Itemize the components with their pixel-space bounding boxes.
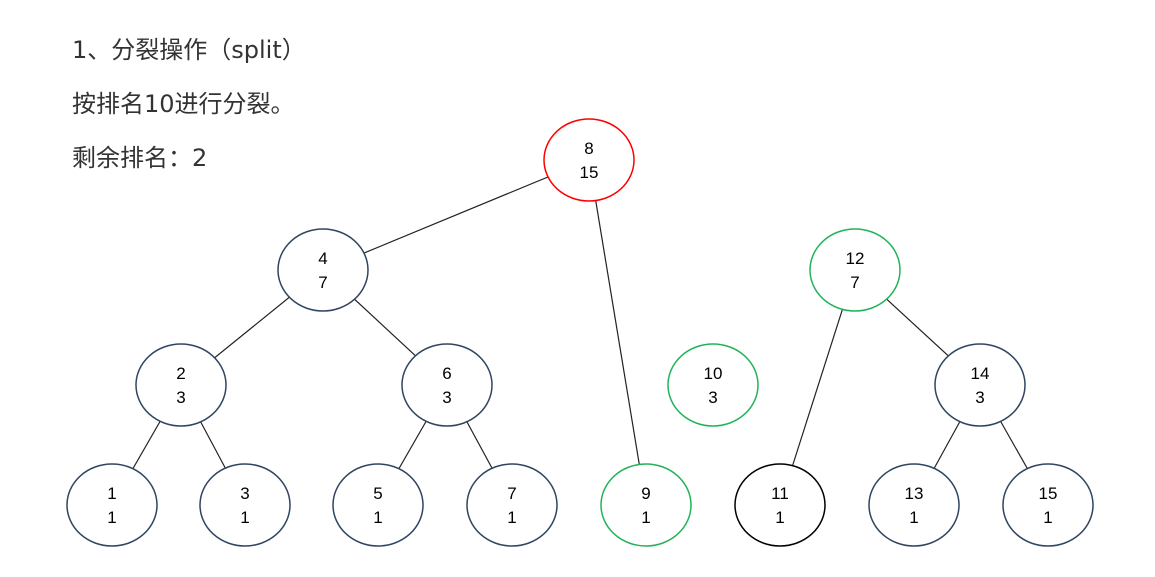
- description: 按排名10进行分裂。: [72, 90, 295, 118]
- node-key: 13: [905, 484, 924, 503]
- tree-node-9: 91: [600, 463, 692, 547]
- node-circle: [934, 343, 1026, 427]
- tree-node-4: 47: [277, 228, 369, 312]
- node-key: 11: [771, 484, 789, 503]
- node-circle: [135, 343, 227, 427]
- node-circle: [543, 118, 635, 202]
- node-key: 15: [1039, 484, 1058, 503]
- node-size: 3: [176, 388, 185, 407]
- node-size: 1: [909, 508, 918, 527]
- tree-node-8: 815: [543, 118, 635, 202]
- node-size: 7: [318, 273, 327, 292]
- tree-node-2: 23: [135, 343, 227, 427]
- node-circle: [667, 343, 759, 427]
- node-size: 3: [975, 388, 984, 407]
- heading: 1、分裂操作（split）: [72, 36, 306, 64]
- node-circle: [277, 228, 369, 312]
- node-circle: [868, 463, 960, 547]
- node-key: 3: [240, 484, 249, 503]
- tree-node-12: 127: [809, 228, 901, 312]
- node-circle: [600, 463, 692, 547]
- node-circle: [1002, 463, 1094, 547]
- node-size: 3: [708, 388, 717, 407]
- node-key: 9: [641, 484, 650, 503]
- node-size: 1: [373, 508, 382, 527]
- node-key: 12: [846, 249, 865, 268]
- node-size: 1: [1043, 508, 1052, 527]
- node-key: 14: [971, 364, 990, 383]
- tree-node-10: 103: [667, 343, 759, 427]
- tree-node-15: 151: [1002, 463, 1094, 547]
- node-size: 1: [507, 508, 516, 527]
- node-key: 1: [107, 484, 116, 503]
- node-size: 1: [775, 508, 784, 527]
- tree-node-5: 51: [332, 463, 424, 547]
- node-circle: [332, 463, 424, 547]
- edge-8-9: [588, 159, 647, 506]
- node-key: 4: [318, 249, 327, 268]
- node-size: 1: [107, 508, 116, 527]
- node-circle: [199, 463, 291, 547]
- tree-node-14: 143: [934, 343, 1026, 427]
- node-key: 8: [584, 139, 593, 158]
- node-circle: [734, 463, 826, 547]
- tree-node-11: 111: [734, 463, 826, 547]
- tree-node-3: 31: [199, 463, 291, 547]
- node-key: 7: [507, 484, 516, 503]
- node-size: 7: [850, 273, 859, 292]
- node-circle: [809, 228, 901, 312]
- node-key: 6: [442, 364, 451, 383]
- node-key: 5: [373, 484, 382, 503]
- node-key: 2: [176, 364, 185, 383]
- node-circle: [401, 343, 493, 427]
- tree-node-7: 71: [466, 463, 558, 547]
- node-circle: [466, 463, 558, 547]
- node-size: 1: [240, 508, 249, 527]
- tree-node-6: 63: [401, 343, 493, 427]
- remaining-rank: 剩余排名：2: [72, 144, 208, 172]
- node-size: 3: [442, 388, 451, 407]
- node-size: 1: [641, 508, 650, 527]
- node-circle: [66, 463, 158, 547]
- node-size: 15: [580, 163, 599, 182]
- tree-node-1: 11: [66, 463, 158, 547]
- node-key: 10: [704, 364, 723, 383]
- edge-8-4: [322, 159, 590, 271]
- tree-node-13: 131: [868, 463, 960, 547]
